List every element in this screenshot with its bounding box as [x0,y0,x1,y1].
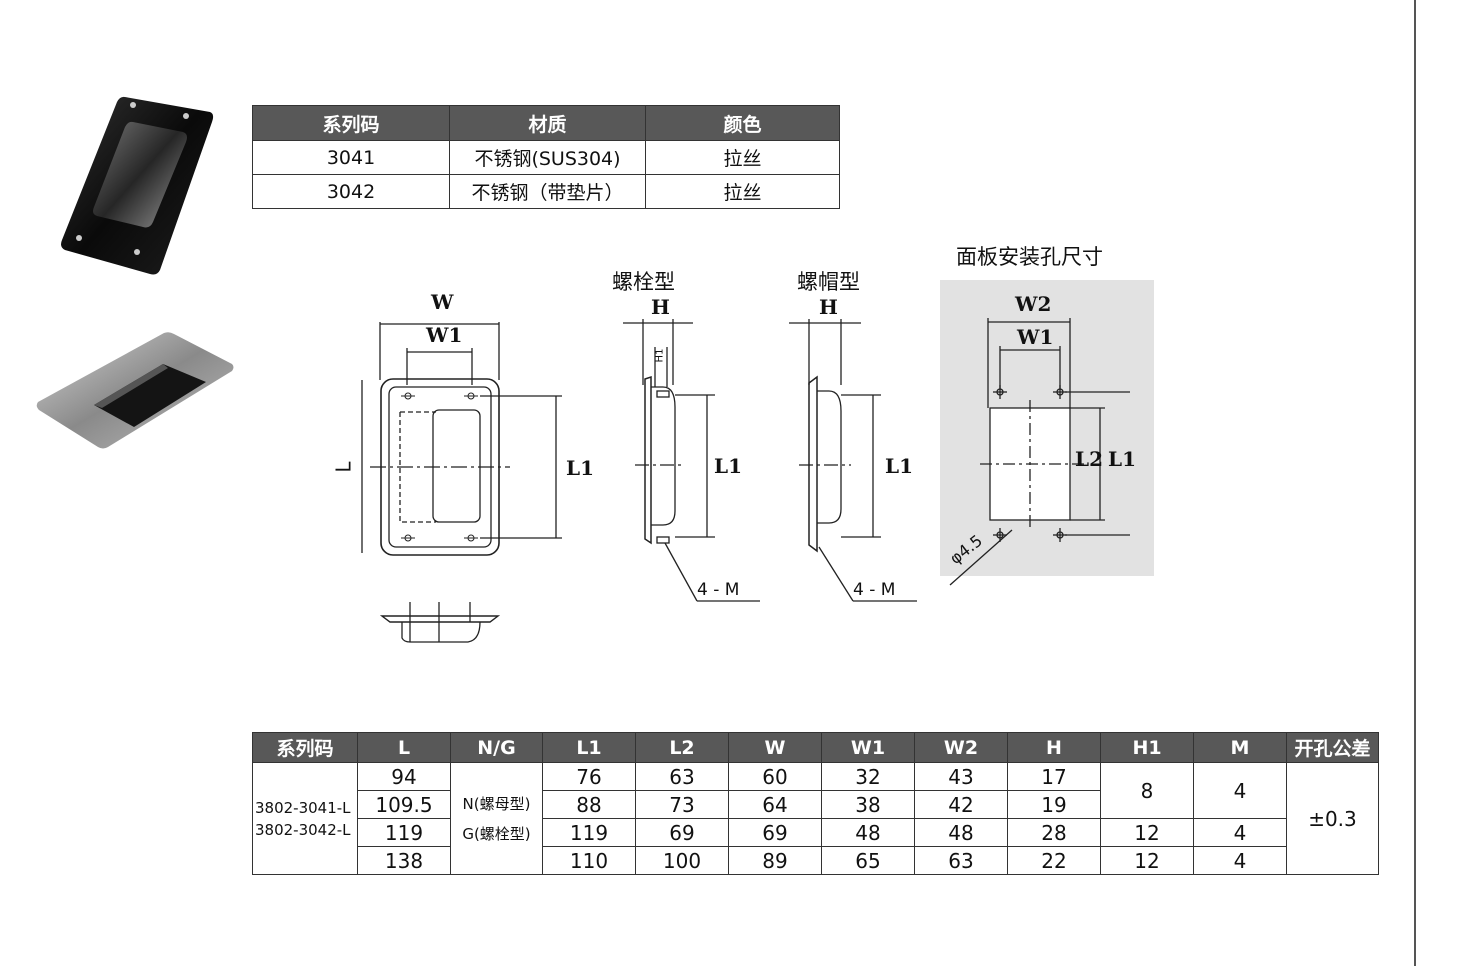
spec-cell-w2: 63 [914,846,1008,875]
table-row: 119 119 69 69 48 48 28 12 4 [253,818,1379,847]
spec-cell-l1: 110 [542,846,636,875]
spec-cell-w1: 38 [821,790,915,819]
spec-cell-l2: 63 [635,762,729,791]
panel-hole-title: 面板安装孔尺寸 [956,245,1103,269]
spec-table-header-row: 系列码 L N/G L1 L2 W W1 W2 H H1 M 开孔公差 [252,732,1379,763]
spec-cell-l: 109.5 [357,790,451,819]
product-photo-bottom [36,332,234,449]
spec-cell-h: 22 [1007,846,1101,875]
spec-cell-m: 4 [1193,762,1287,819]
spec-cell-w: 60 [728,762,822,791]
spec-cell-l2: 100 [635,846,729,875]
dim-label-h-bolt: H [651,295,670,319]
dim-label-h1: H1 [654,348,666,363]
spec-cell-h: 28 [1007,818,1101,847]
ng-value: N(螺母型) [462,794,531,813]
spec-cell-l: 119 [357,818,451,847]
material-header-material: 材质 [449,105,646,141]
spec-cell-w: 89 [728,846,822,875]
material-table-header-row: 系列码 材质 颜色 [252,105,840,141]
dim-label-l1-front: L1 [566,456,594,480]
spec-header-h: H [1007,732,1101,763]
dim-label-4m-bolt: 4 - M [697,580,740,600]
panel-hole-drawing [940,280,1154,586]
dim-label-w1: W1 [426,323,463,347]
spec-header-l2: L2 [635,732,729,763]
table-row: 109.5 88 73 64 38 42 19 [253,790,1379,819]
material-header-series: 系列码 [252,105,450,141]
cap-type-title: 螺帽型 [797,270,860,294]
spec-cell-h1: 12 [1100,846,1194,875]
dim-label-w: W [431,290,454,314]
spec-cell-l1: 119 [542,818,636,847]
series-code: 3802-3041-L [255,798,351,817]
spec-header-m: M [1193,732,1287,763]
dim-label-w1-panel: W1 [1017,325,1054,349]
spec-header-w1: W1 [821,732,915,763]
spec-cell-l1: 88 [542,790,636,819]
spec-header-series: 系列码 [252,732,358,763]
spec-cell-w1: 48 [821,818,915,847]
spec-cell-ng: N(螺母型) G(螺栓型) [450,762,543,875]
spec-cell-w2: 43 [914,762,1008,791]
page-right-rule [1414,0,1416,966]
dim-label-w2: W2 [1015,292,1052,316]
spec-header-l: L [357,732,451,763]
product-photo-top [61,96,214,275]
spec-cell-w: 64 [728,790,822,819]
spec-cell-l2: 69 [635,818,729,847]
ng-value: G(螺栓型) [462,824,531,843]
spec-cell-w1: 32 [821,762,915,791]
dim-label-l1-panel: L1 [1108,447,1136,471]
spec-header-w: W [728,732,822,763]
spec-header-w2: W2 [914,732,1008,763]
cap-side-view-drawing [789,319,917,602]
spec-cell-h1: 12 [1100,818,1194,847]
dim-label-4m-cap: 4 - M [853,580,896,600]
spec-cell-w2: 48 [914,818,1008,847]
spec-cell-h: 19 [1007,790,1101,819]
dim-label-l2: L2 [1075,447,1103,471]
material-cell-series: 3041 [252,140,450,175]
dim-label-l: L [331,461,356,473]
material-cell-color: 拉丝 [645,174,840,209]
spec-cell-l2: 73 [635,790,729,819]
spec-header-tolerance: 开孔公差 [1286,732,1379,763]
table-row: 3042 不锈钢（带垫片） 拉丝 [252,174,840,209]
series-code: 3802-3042-L [255,820,351,839]
spec-cell-w1: 65 [821,846,915,875]
bolt-side-view-drawing [623,319,760,602]
spec-cell-h: 17 [1007,762,1101,791]
spec-cell-l: 94 [357,762,451,791]
spec-header-h1: H1 [1100,732,1194,763]
material-cell-series: 3042 [252,174,450,209]
table-row: 138 110 100 89 65 63 22 12 4 [253,846,1379,875]
spec-cell-m: 4 [1193,846,1287,875]
spec-cell-m: 4 [1193,818,1287,847]
spec-cell-tolerance: ±0.3 [1286,762,1379,875]
material-cell-color: 拉丝 [645,140,840,175]
front-view-drawing [361,322,562,643]
dim-label-h-cap: H [819,295,838,319]
spec-table: 系列码 L N/G L1 L2 W W1 W2 H H1 M 开孔公差 3802… [252,732,1379,875]
material-table: 系列码 材质 颜色 3041 不锈钢(SUS304) 拉丝 3042 不锈钢（带… [252,105,840,209]
spec-header-ng: N/G [450,732,543,763]
table-row: 3802-3041-L 3802-3042-L 94 N(螺母型) G(螺栓型)… [252,762,1379,875]
dim-label-l1-bolt: L1 [714,454,742,478]
material-cell-material: 不锈钢(SUS304) [449,140,646,175]
dim-label-l1-cap: L1 [885,454,913,478]
spec-cell-w2: 42 [914,790,1008,819]
spec-cell-l1: 76 [542,762,636,791]
spec-header-l1: L1 [542,732,636,763]
table-row: 3041 不锈钢(SUS304) 拉丝 [252,140,840,175]
spec-cell-w: 69 [728,818,822,847]
material-cell-material: 不锈钢（带垫片） [449,174,646,209]
material-header-color: 颜色 [645,105,840,141]
spec-cell-h1: 8 [1100,762,1194,819]
spec-cell-l: 138 [357,846,451,875]
spec-cell-series-codes: 3802-3041-L 3802-3042-L [252,762,358,875]
bolt-type-title: 螺栓型 [612,270,675,294]
